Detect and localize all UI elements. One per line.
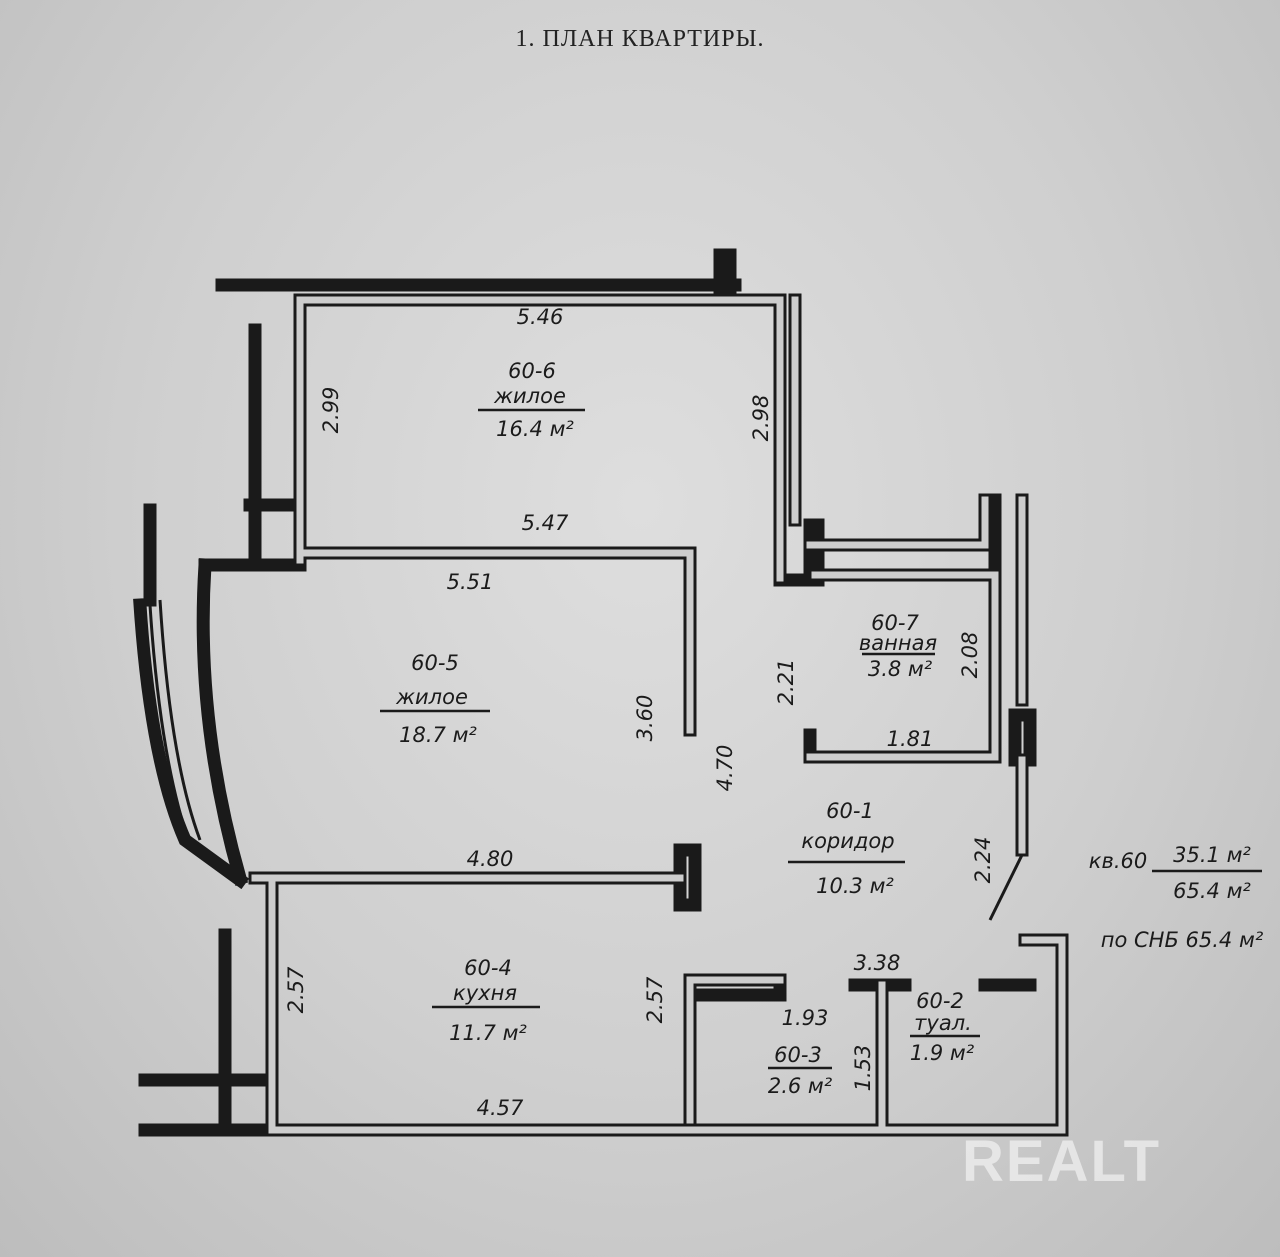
room-60-3: 60-3 2.6 м² xyxy=(768,1043,833,1098)
room-60-5: 60-5 жилое 18.7 м² xyxy=(380,651,490,747)
room-area: 16.4 м² xyxy=(496,417,574,441)
room-area: 1.9 м² xyxy=(910,1041,975,1065)
door-swing-line xyxy=(988,854,1024,921)
room-name: ванная xyxy=(859,631,937,655)
room-name: коридор xyxy=(801,829,894,853)
room-number: 60-4 xyxy=(464,956,512,980)
room-60-2: 60-2 туал. 1.9 м² xyxy=(910,989,980,1065)
apartment-summary: кв.60 35.1 м² 65.4 м² по СНБ 65.4 м² xyxy=(1089,843,1264,952)
dimension-label: 5.46 xyxy=(517,305,564,329)
dimension-label: 4.57 xyxy=(477,1096,524,1120)
room-area: 18.7 м² xyxy=(399,723,477,747)
dimension-label: 4.80 xyxy=(467,847,514,871)
window-bay xyxy=(148,599,202,846)
living-area: 35.1 м² xyxy=(1173,843,1251,867)
room-area: 10.3 м² xyxy=(816,874,894,898)
room-60-6: 60-6 жилое 16.4 м² xyxy=(478,359,585,441)
room-name: кухня xyxy=(453,981,517,1005)
plan-title: 1. ПЛАН КВАРТИРЫ. xyxy=(515,26,765,52)
dimension-label: 2.57 xyxy=(643,976,667,1023)
room-60-7: 60-7 ванная 3.8 м² xyxy=(859,611,937,681)
dimension-label: 1.81 xyxy=(887,727,934,751)
room-number: 60-1 xyxy=(826,799,874,823)
apartment-number: кв.60 xyxy=(1089,849,1147,873)
dimensions: 5.46 2.99 2.98 5.47 5.51 3.60 4.70 2.21 … xyxy=(284,305,995,1120)
dimension-label: 3.60 xyxy=(633,695,657,742)
dimension-label: 2.57 xyxy=(284,966,308,1013)
dimension-label: 1.93 xyxy=(782,1006,829,1030)
dimension-label: 2.98 xyxy=(749,395,773,442)
room-number: 60-5 xyxy=(411,651,459,675)
room-area: 3.8 м² xyxy=(868,657,933,681)
room-number: 60-2 xyxy=(916,989,964,1013)
dimension-label: 2.08 xyxy=(958,632,982,679)
room-name: жилое xyxy=(395,685,468,709)
walls-inner xyxy=(251,296,1066,1134)
dimension-label: 3.38 xyxy=(854,951,901,975)
dimension-label: 2.99 xyxy=(319,387,343,434)
room-area: 11.7 м² xyxy=(449,1021,527,1045)
dimension-label: 2.21 xyxy=(774,659,798,706)
room-60-1: 60-1 коридор 10.3 м² xyxy=(788,799,905,898)
room-name: жилое xyxy=(493,384,566,408)
total-area: 65.4 м² xyxy=(1173,879,1251,903)
room-area: 2.6 м² xyxy=(768,1074,833,1098)
room-number: 60-3 xyxy=(774,1043,822,1067)
dimension-label: 2.24 xyxy=(971,837,995,884)
snb-area: по СНБ 65.4 м² xyxy=(1101,928,1264,952)
room-number: 60-7 xyxy=(871,611,919,635)
dimension-label: 4.70 xyxy=(713,745,737,792)
room-60-4: 60-4 кухня 11.7 м² xyxy=(432,956,540,1045)
realt-watermark: REALT xyxy=(962,1129,1162,1194)
room-name: туал. xyxy=(914,1011,972,1035)
dimension-label: 1.53 xyxy=(851,1045,875,1092)
dimension-label: 5.51 xyxy=(447,570,494,594)
dimension-label: 5.47 xyxy=(522,511,569,535)
room-number: 60-6 xyxy=(508,359,556,383)
